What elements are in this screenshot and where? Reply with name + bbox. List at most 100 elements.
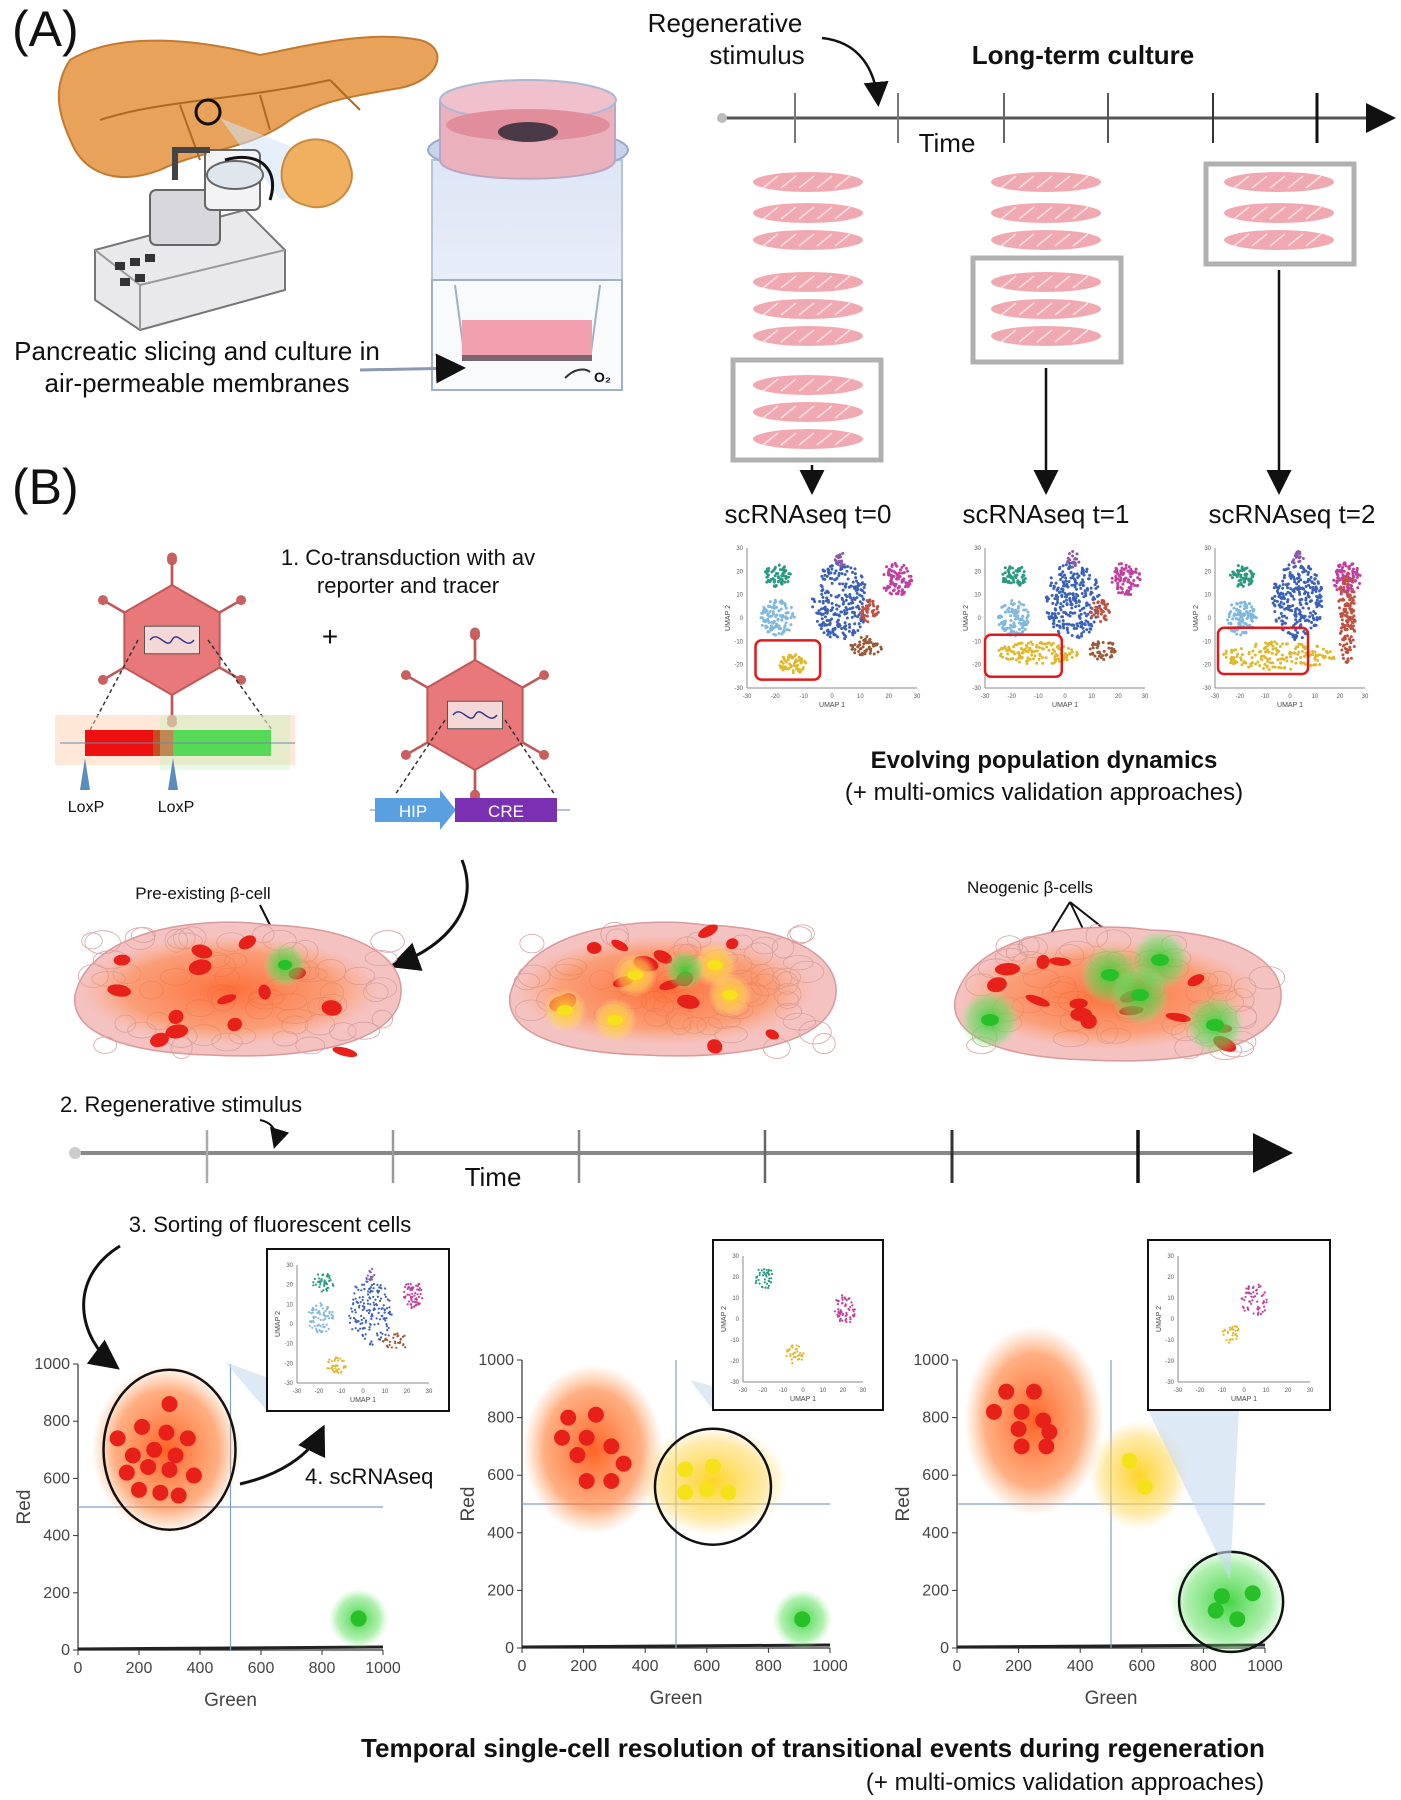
tissue-slice-icon bbox=[991, 172, 1101, 192]
umap-tick-label: 20 bbox=[974, 569, 981, 575]
flow-x-tick: 0 bbox=[953, 1658, 962, 1675]
cell-event-dot bbox=[704, 1458, 721, 1475]
tissue-slice-icon bbox=[753, 429, 863, 449]
cell-event-dot bbox=[1013, 1403, 1030, 1420]
umap-tick-label: 20 bbox=[286, 1283, 293, 1289]
flow-y-tick: 0 bbox=[61, 1642, 70, 1659]
cell-event-dot bbox=[167, 1447, 184, 1464]
umap-tick-label: -30 bbox=[730, 1380, 739, 1386]
cell-event-dot bbox=[560, 1409, 577, 1426]
flow-x-label: Green bbox=[650, 1688, 703, 1709]
cell-event-dot bbox=[794, 1611, 811, 1628]
tissue-slice-icon bbox=[1224, 230, 1334, 250]
cell-event-dot bbox=[578, 1429, 595, 1446]
umap-tick-label: -10 bbox=[734, 639, 743, 645]
stimulus-line1: Regenerative bbox=[648, 8, 803, 38]
umap-tick-label: 30 bbox=[426, 1389, 433, 1395]
umap-y-label: UMAP 2 bbox=[1156, 1306, 1163, 1332]
cell-event-dot bbox=[1213, 1588, 1230, 1605]
flow-y-tick: 600 bbox=[922, 1467, 949, 1484]
umap-x-label: UMAP 1 bbox=[819, 702, 845, 709]
umap-x-label: UMAP 1 bbox=[1052, 702, 1078, 709]
islet-tissue-illustration bbox=[954, 923, 1286, 1062]
pancreas-illustration bbox=[57, 35, 439, 209]
flow-x-tick: 200 bbox=[126, 1660, 153, 1677]
tissue-slice-icon bbox=[991, 203, 1101, 223]
loxp-left: LoxP bbox=[68, 799, 104, 816]
scrna-label-t2: scRNAseq t=2 bbox=[1209, 499, 1376, 529]
umap-tick-label: -30 bbox=[284, 1381, 293, 1387]
umap-y-label: UMAP 2 bbox=[725, 605, 732, 631]
tissue-slice-icon bbox=[1224, 203, 1334, 223]
time-label-b: Time bbox=[465, 1162, 522, 1192]
umap-y-label: UMAP 2 bbox=[275, 1311, 282, 1337]
panel-a-label: (A) bbox=[12, 1, 79, 57]
umap-tick-label: -30 bbox=[981, 694, 990, 700]
cell-event-dot bbox=[1026, 1383, 1042, 1400]
umap-tick-label: -30 bbox=[734, 686, 743, 692]
umap-tick-label: 10 bbox=[820, 1388, 827, 1394]
umap-tick-label: 0 bbox=[1063, 694, 1067, 700]
summary-b-sub: (+ multi-omics validation approaches) bbox=[866, 1769, 1264, 1796]
cell-event-dot bbox=[587, 1406, 604, 1423]
umap-tick-label: -10 bbox=[1202, 639, 1211, 645]
umap-tick-label: 10 bbox=[974, 593, 981, 599]
cell-event-dot bbox=[985, 1403, 1002, 1420]
flow-y-tick: 200 bbox=[487, 1582, 514, 1599]
virus-capsid-icon-reporter bbox=[97, 552, 247, 728]
umap-tick-label: -20 bbox=[284, 1361, 293, 1367]
umap-tick-label: 30 bbox=[914, 694, 921, 700]
cell-event-dot bbox=[1041, 1424, 1058, 1440]
summary-a-bold: Evolving population dynamics bbox=[871, 747, 1218, 774]
tissue-slice-icon bbox=[753, 230, 863, 250]
umap-tick-label: 30 bbox=[860, 1388, 867, 1394]
umap-tick-label: 20 bbox=[732, 1275, 739, 1281]
umap-tick-label: 0 bbox=[801, 1388, 805, 1394]
flow-x-tick: 200 bbox=[570, 1658, 597, 1675]
tissue-slice-icon bbox=[753, 299, 863, 319]
umap-tick-label: -30 bbox=[1165, 1380, 1174, 1386]
flow-x-tick: 400 bbox=[1067, 1658, 1094, 1675]
cell-event-dot bbox=[554, 1429, 571, 1446]
cell-event-dot bbox=[1229, 1611, 1246, 1628]
flow-x-tick: 1000 bbox=[365, 1660, 401, 1677]
cell-event-dot bbox=[152, 1484, 169, 1501]
stimulus-arrow bbox=[821, 36, 889, 107]
umap-y-label: UMAP 2 bbox=[721, 1306, 728, 1332]
scrna-label-t1: scRNAseq t=1 bbox=[963, 499, 1130, 529]
slicer-machine-illustration bbox=[94, 147, 286, 332]
flow-y-tick: 800 bbox=[487, 1410, 514, 1427]
umap-x-label: UMAP 1 bbox=[1277, 702, 1303, 709]
flow-x-tick: 800 bbox=[309, 1660, 336, 1677]
flow-y-tick: 400 bbox=[43, 1528, 70, 1545]
flow-x-tick: 800 bbox=[1190, 1658, 1217, 1675]
umap-x-label: UMAP 1 bbox=[350, 1397, 376, 1404]
flow-y-tick: 200 bbox=[43, 1585, 70, 1602]
umap-tick-label: 20 bbox=[1204, 569, 1211, 575]
cell-event-dot bbox=[998, 1383, 1015, 1400]
delivery-arrow bbox=[389, 859, 469, 971]
umap-tick-label: 10 bbox=[1204, 593, 1211, 599]
umap-tick-label: 10 bbox=[857, 694, 864, 700]
umap-tick-label: -30 bbox=[972, 686, 981, 692]
cell-event-dot bbox=[146, 1441, 163, 1458]
umap-tick-label: 0 bbox=[1208, 616, 1212, 622]
umap-x-label: UMAP 1 bbox=[1231, 1396, 1257, 1403]
tissue-slice-icon bbox=[991, 272, 1101, 292]
cell-event-dot bbox=[698, 1481, 715, 1498]
umap-tick-label: 30 bbox=[974, 546, 981, 552]
umap-tick-label: -30 bbox=[739, 1388, 748, 1394]
flow-x-tick: 0 bbox=[74, 1660, 83, 1677]
umap-tick-label: 20 bbox=[1115, 694, 1122, 700]
umap-tick-label: 30 bbox=[286, 1263, 293, 1269]
cell-event-dot bbox=[1038, 1438, 1055, 1455]
stimulus-line2: stimulus bbox=[709, 40, 804, 70]
cell-event-dot bbox=[603, 1472, 620, 1489]
umap-tick-label: 10 bbox=[286, 1302, 293, 1308]
culture-title: Long-term culture bbox=[972, 40, 1194, 70]
flow-y-tick: 800 bbox=[43, 1413, 70, 1430]
umap-tick-label: -10 bbox=[779, 1388, 788, 1394]
